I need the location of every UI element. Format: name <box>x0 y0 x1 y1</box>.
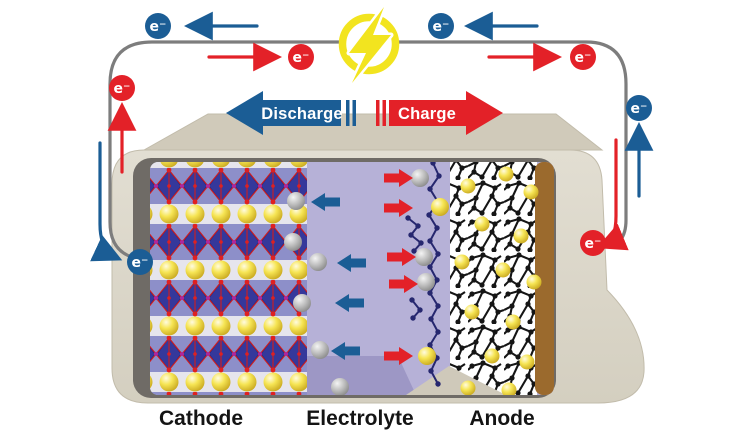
electrolyte-label: Electrolyte <box>306 407 413 430</box>
charge-label: Charge <box>398 105 456 123</box>
cathode-label: Cathode <box>159 407 243 430</box>
electron-badge: e⁻ <box>580 230 606 256</box>
discharge-banner-arrow: Discharge <box>226 91 356 135</box>
electron-label: e⁻ <box>433 19 450 35</box>
case-floor-wedge <box>406 366 506 395</box>
lightning-bolt-fill <box>349 7 391 83</box>
ion-discharge-arrows <box>311 193 366 360</box>
electron-badge: e⁻ <box>288 44 314 70</box>
battery-case-top-face <box>142 113 604 151</box>
electron-label: e⁻ <box>150 19 167 35</box>
anode-interface-chain-atoms <box>405 162 442 387</box>
ion-charge-arrows <box>384 169 418 365</box>
charge-electron-path <box>107 42 629 251</box>
electron-badge: e⁻ <box>570 44 596 70</box>
electron-label: e⁻ <box>293 50 310 66</box>
electron-badge: e⁻ <box>626 95 652 121</box>
electron-label: e⁻ <box>585 236 602 252</box>
region-labels: Cathode Electrolyte Anode <box>159 407 535 430</box>
electron-label: e⁻ <box>132 255 149 271</box>
charge-arrow-right-down <box>596 138 629 251</box>
lithium-ion-spheres <box>284 169 435 395</box>
electron-label: e⁻ <box>575 50 592 66</box>
electron-label: e⁻ <box>114 81 131 97</box>
charge-banner-arrow: Charge <box>376 91 503 135</box>
electron-badge: e⁻ <box>127 249 153 275</box>
discharge-label: Discharge <box>261 105 343 123</box>
electron-badges: e⁻ e⁻ e⁻ e⁻ e⁻ e⁻ e⁻ e⁻ <box>109 13 652 275</box>
battery-case <box>111 113 645 404</box>
discharge-electron-path <box>90 11 654 262</box>
current-collector-strip <box>535 162 554 395</box>
cathode-region <box>150 162 307 395</box>
electron-badge: e⁻ <box>109 75 135 101</box>
power-source-icon <box>338 4 400 86</box>
anode-label: Anode <box>469 407 534 430</box>
anode-lithium-spheres <box>418 166 542 395</box>
electron-badge: e⁻ <box>428 13 454 39</box>
discharge-arrow-left-down <box>90 141 123 262</box>
electron-label: e⁻ <box>631 101 648 117</box>
electron-badge: e⁻ <box>145 13 171 39</box>
